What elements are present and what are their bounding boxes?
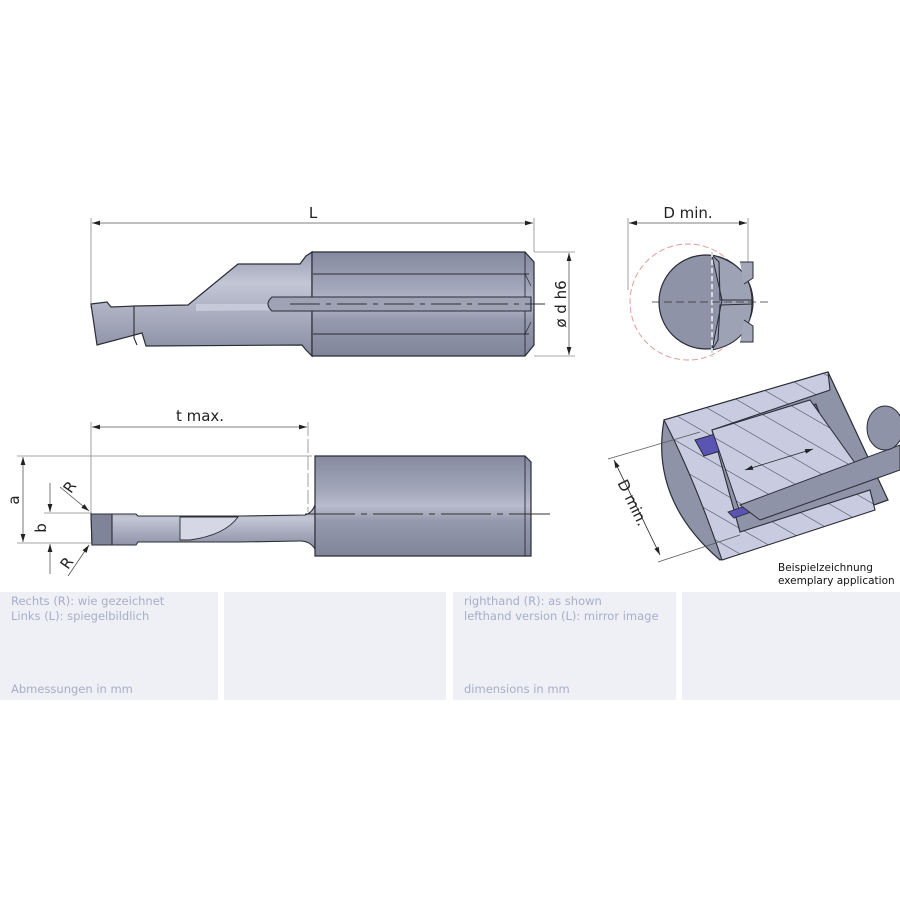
caption-german: Beispielzeichnung: [778, 562, 873, 574]
handedness-left-en: lefthand version (L): mirror image: [464, 609, 659, 623]
units-en: dimensions in mm: [464, 682, 570, 696]
side-view: t max. a b R R: [5, 407, 550, 577]
radius-top-label: R: [60, 478, 81, 497]
depth-label: t max.: [176, 407, 224, 425]
application-view: D min. Beispielzeichnung exemplary appli…: [607, 371, 900, 587]
length-label: L: [309, 204, 318, 222]
handedness-right-de: Rechts (R): wie gezeichnet: [11, 594, 165, 608]
caption-english: exemplary application: [778, 575, 895, 587]
units-de: Abmessungen in mm: [11, 682, 133, 696]
radius-bottom-leader: [67, 544, 90, 577]
radius-top-leader: [59, 486, 90, 512]
info-panel-blank-2: [682, 592, 900, 700]
handedness-left-de: Links (L): spiegelbildlich: [11, 609, 150, 623]
info-panel-german: Rechts (R): wie gezeichnet Links (L): sp…: [0, 592, 218, 700]
end-view: D min.: [627, 204, 768, 361]
radius-bottom-label: R: [57, 554, 78, 573]
handedness-right-en: righthand (R): as shown: [464, 594, 602, 608]
end-bore-label: D min.: [663, 204, 712, 222]
top-view: L ø d h6: [90, 204, 575, 358]
info-panel-blank-1: [224, 592, 446, 700]
cutting-insert: [90, 513, 113, 546]
b-label: b: [32, 523, 50, 533]
application-bore-dimension-line: [613, 459, 661, 556]
technical-drawing: L ø d h6 D min.: [5, 204, 900, 587]
diameter-label: ø d h6: [552, 280, 570, 327]
info-panel-english: righthand (R): as shown lefthand version…: [453, 592, 676, 700]
application-bore-label: D min.: [614, 477, 652, 529]
side-shank: [314, 455, 532, 557]
section-face: [663, 371, 876, 561]
a-label: a: [5, 495, 23, 504]
